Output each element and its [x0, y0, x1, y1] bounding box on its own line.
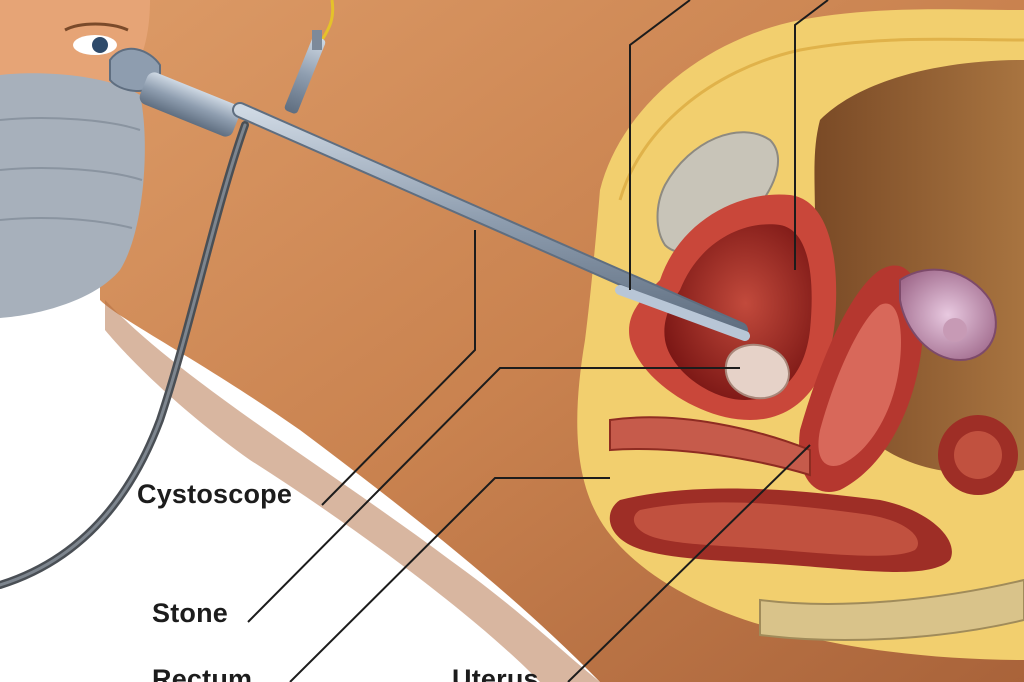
- sacrum: [759, 578, 1024, 641]
- label-uterus: Uterus: [452, 664, 539, 682]
- cystoscope-instrument: [109, 30, 750, 341]
- label-stone: Stone: [152, 598, 229, 628]
- vaginal-canal: [609, 416, 811, 477]
- leader-line-top-2: [794, 0, 829, 270]
- ovary: [899, 268, 997, 362]
- leader-line-rectum: [289, 477, 610, 682]
- label-rectum: Rectum: [152, 664, 253, 682]
- leader-line-stone: [247, 367, 740, 623]
- leader-lines: [247, 0, 829, 682]
- uterus: [799, 265, 924, 492]
- leader-line-cystoscope: [321, 230, 476, 506]
- leader-line-uterus: [567, 444, 811, 682]
- label-cystoscope: Cystoscope: [137, 479, 293, 509]
- power-wire: [320, 0, 335, 41]
- bladder-stone: [724, 343, 790, 400]
- leader-line-top-1: [629, 0, 691, 290]
- rectum: [609, 415, 1018, 572]
- surgical-mask: [0, 73, 145, 319]
